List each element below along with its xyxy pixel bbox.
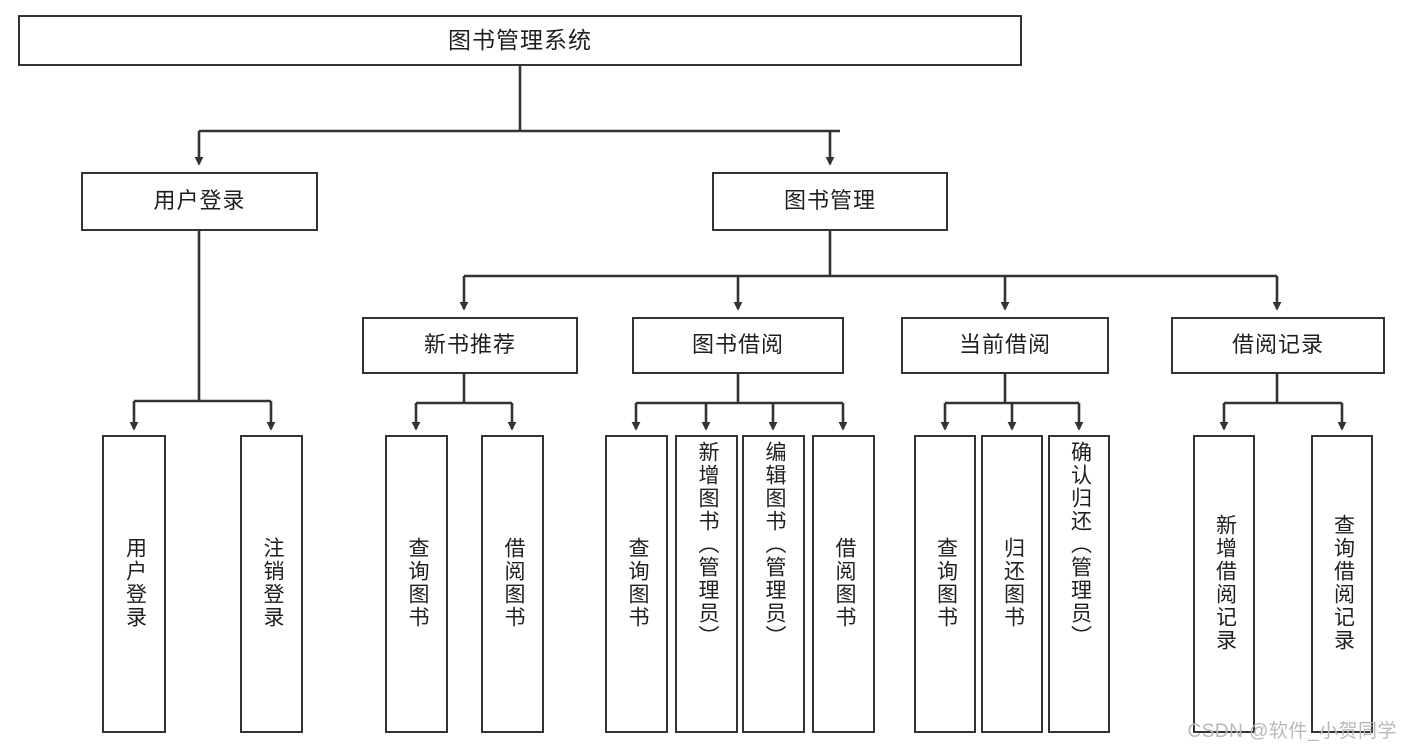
- node-user-login[interactable]: 用户登录: [81, 172, 318, 231]
- node-label: 图书借阅: [691, 332, 784, 358]
- leaf-query-book-borrow[interactable]: 查询图书: [605, 435, 668, 733]
- leaf-return-book[interactable]: 归还图书: [981, 435, 1043, 733]
- node-label: 当前借阅: [958, 332, 1051, 358]
- node-label: 确认归还（管理员）: [1068, 441, 1092, 648]
- node-label: 图书管理系统: [448, 26, 592, 53]
- node-label: 归还图书: [1001, 537, 1025, 629]
- node-label: 新增借阅记录: [1213, 514, 1237, 652]
- node-current-borrow[interactable]: 当前借阅: [901, 317, 1109, 374]
- node-new-book-recommend[interactable]: 新书推荐: [362, 317, 578, 374]
- leaf-logout-login[interactable]: 注销登录: [240, 435, 303, 733]
- leaf-add-book-admin[interactable]: 新增图书（管理员）: [675, 435, 738, 733]
- node-label: 新书推荐: [423, 332, 516, 358]
- node-label: 借阅图书: [832, 537, 856, 629]
- leaf-borrow-book-borrow[interactable]: 借阅图书: [812, 435, 875, 733]
- node-book-manage[interactable]: 图书管理: [712, 172, 948, 231]
- leaf-edit-book-admin[interactable]: 编辑图书（管理员）: [742, 435, 805, 733]
- node-label: 图书管理: [783, 188, 876, 214]
- node-label: 查询借阅记录: [1331, 514, 1355, 652]
- node-label: 借阅图书: [501, 537, 525, 629]
- leaf-add-borrow-record[interactable]: 新增借阅记录: [1193, 435, 1255, 733]
- leaf-query-borrow-record[interactable]: 查询借阅记录: [1311, 435, 1373, 733]
- leaf-query-book-recommend[interactable]: 查询图书: [385, 435, 448, 733]
- leaf-user-login[interactable]: 用户登录: [102, 435, 166, 733]
- node-label: 查询图书: [625, 537, 649, 629]
- csdn-watermark: CSDN @软件_小贺同学: [1187, 721, 1397, 742]
- leaf-borrow-book-recommend[interactable]: 借阅图书: [481, 435, 544, 733]
- node-root-system[interactable]: 图书管理系统: [18, 15, 1022, 66]
- node-label: 注销登录: [260, 537, 284, 629]
- node-label: 用户登录: [153, 188, 246, 214]
- leaf-query-book-current[interactable]: 查询图书: [914, 435, 976, 733]
- node-label: 借阅记录: [1231, 332, 1324, 358]
- node-label: 新增图书（管理员）: [695, 441, 719, 648]
- node-label: 编辑图书（管理员）: [762, 441, 786, 648]
- node-label: 用户登录: [123, 537, 147, 629]
- leaf-confirm-return-admin[interactable]: 确认归还（管理员）: [1048, 435, 1110, 733]
- node-book-borrow[interactable]: 图书借阅: [632, 317, 844, 374]
- node-label: 查询图书: [405, 537, 429, 629]
- node-label: 查询图书: [934, 537, 958, 629]
- node-borrow-record[interactable]: 借阅记录: [1171, 317, 1385, 374]
